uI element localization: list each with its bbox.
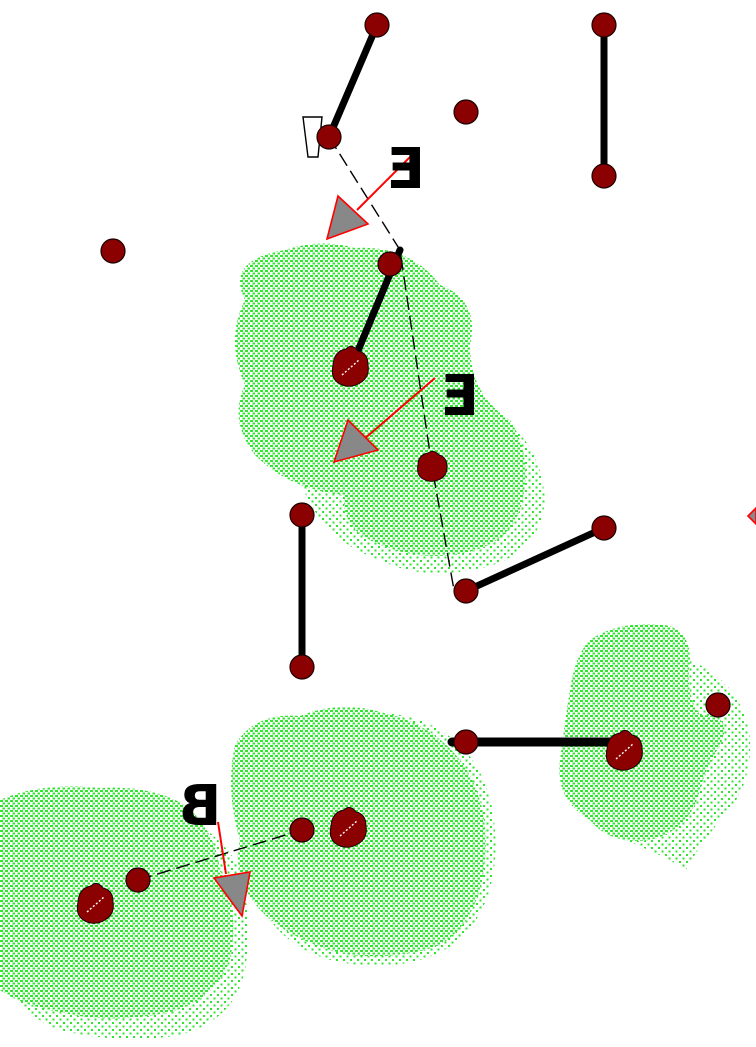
- shell-node-2: [417, 450, 448, 482]
- arrow-1: [325, 151, 416, 241]
- label-e-top: E: [387, 137, 425, 202]
- shell-node-4: [329, 806, 367, 848]
- arrow-offscreen-tip: [746, 506, 756, 526]
- dashed-path-upper: [328, 136, 455, 591]
- node-4: [316, 124, 342, 150]
- edge-mid-right: [462, 524, 608, 595]
- label-e-middle: E: [441, 364, 479, 429]
- node-13: [453, 729, 479, 755]
- node-1: [364, 12, 390, 38]
- dashed-path-lower: [137, 829, 303, 881]
- node-11: [289, 654, 315, 680]
- round-nodes: [100, 12, 731, 893]
- blob-lower-left: [0, 786, 249, 1039]
- node-9: [591, 515, 617, 541]
- shell-node-1: [331, 345, 369, 387]
- node-14: [289, 817, 315, 843]
- node-8: [289, 502, 315, 528]
- shell-nodes: [76, 345, 643, 924]
- node-7: [377, 251, 403, 277]
- arrow-2: [332, 377, 436, 464]
- node-2: [591, 12, 617, 38]
- tapered-bar-icon: [302, 116, 323, 158]
- edge-top-left: [325, 21, 381, 141]
- node-10: [453, 578, 479, 604]
- node-3: [453, 99, 479, 125]
- label-b-bottom: B: [179, 774, 222, 839]
- arrow-3: [212, 821, 251, 918]
- blob-right: [559, 624, 751, 870]
- node-6: [100, 238, 126, 264]
- shell-node-5: [76, 882, 114, 924]
- node-15: [125, 867, 151, 893]
- arrows: [212, 151, 756, 918]
- node-12: [705, 692, 731, 718]
- shell-node-3: [605, 729, 643, 771]
- dashed-connectors: [137, 136, 455, 881]
- blob-upper: [235, 243, 545, 574]
- letter-labels: E E B: [179, 137, 479, 839]
- node-5: [591, 163, 617, 189]
